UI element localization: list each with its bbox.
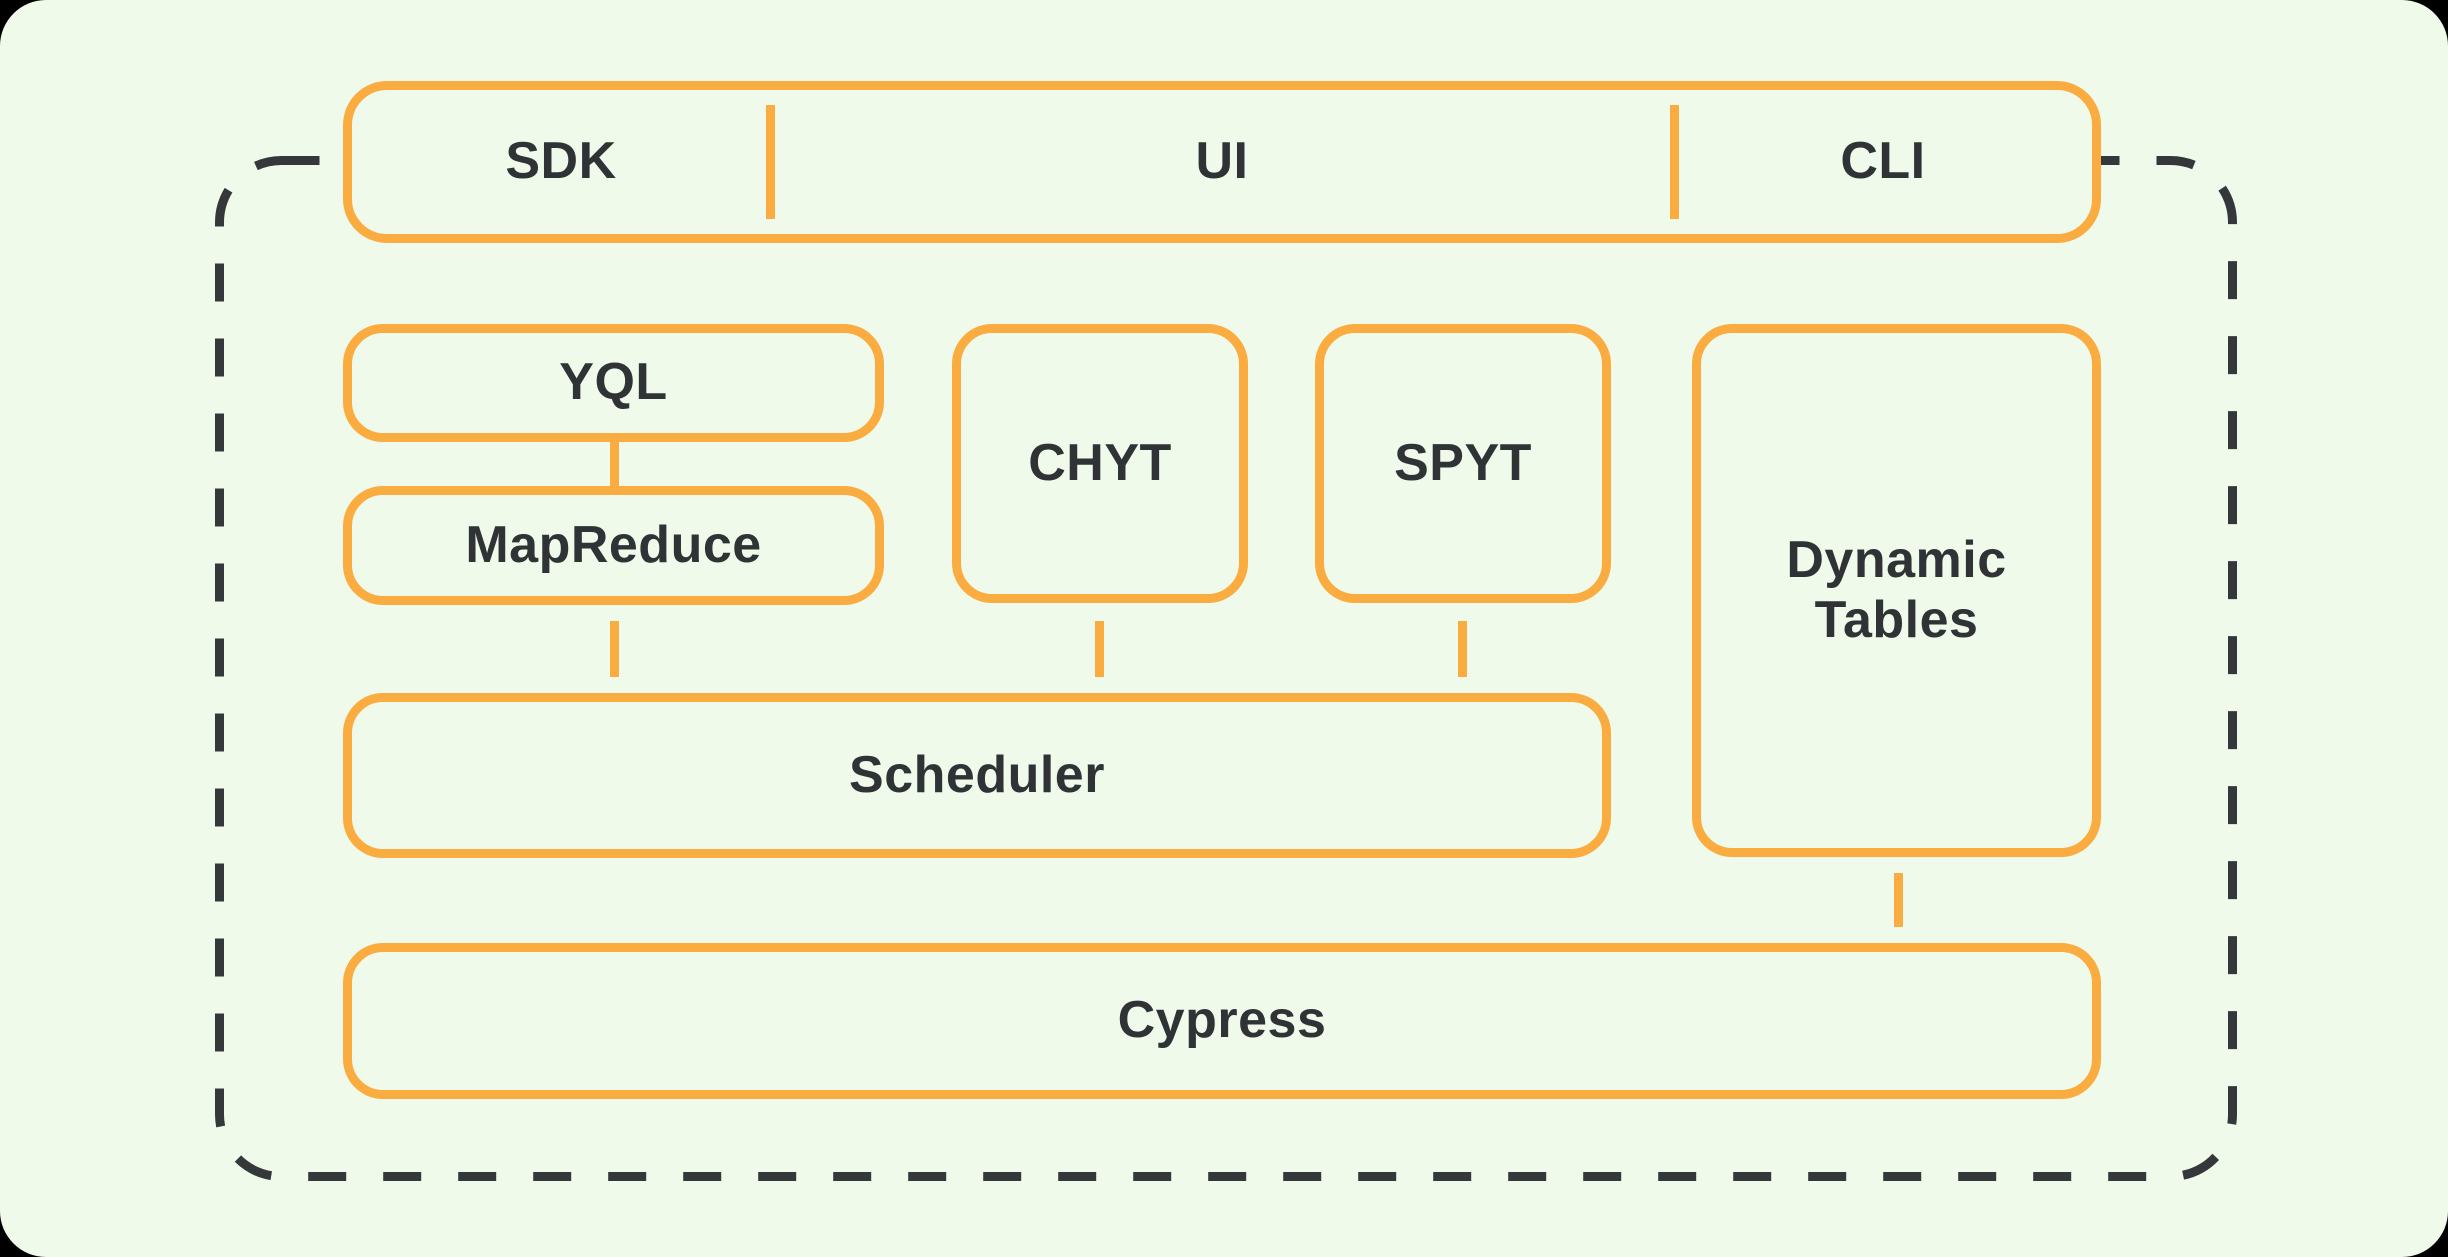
node-spyt-label: SPYT (1394, 433, 1532, 492)
node-cypress-label: Cypress (1117, 991, 1327, 1050)
connector-dynamictables-cypress (1894, 873, 1903, 927)
node-dynamic-tables-label: Dynamic Tables (1786, 530, 2007, 649)
node-scheduler-label: Scheduler (849, 745, 1105, 804)
node-cypress: Cypress (343, 943, 2101, 1099)
api-bar-cell-sdk: SDK (352, 90, 770, 234)
node-chyt-label: CHYT (1028, 433, 1172, 492)
api-bar-separator-1 (766, 105, 775, 219)
api-bar-cell-cli: CLI (1674, 90, 2092, 234)
connector-spyt-scheduler (1458, 621, 1467, 677)
node-scheduler: Scheduler (343, 693, 1611, 858)
connector-mapreduce-scheduler (610, 621, 619, 677)
node-yql-label: YQL (559, 353, 668, 412)
api-bar-label-cli: CLI (1840, 132, 1926, 191)
node-chyt: CHYT (952, 324, 1248, 603)
api-bar-label-ui: UI (1195, 132, 1249, 191)
node-dynamic-tables: Dynamic Tables (1692, 324, 2101, 857)
dashed-boundary-rect (215, 156, 2237, 1181)
connector-chyt-scheduler (1095, 621, 1104, 677)
api-bar-label-sdk: SDK (505, 132, 617, 191)
api-bar-separator-2 (1670, 105, 1679, 219)
node-spyt: SPYT (1315, 324, 1611, 603)
node-mapreduce: MapReduce (343, 486, 884, 605)
connector-yql-mapreduce (610, 438, 619, 490)
node-yql: YQL (343, 324, 884, 442)
node-mapreduce-label: MapReduce (465, 515, 762, 574)
api-bar: SDK UI CLI (343, 81, 2101, 243)
api-bar-cell-ui: UI (770, 90, 1674, 234)
